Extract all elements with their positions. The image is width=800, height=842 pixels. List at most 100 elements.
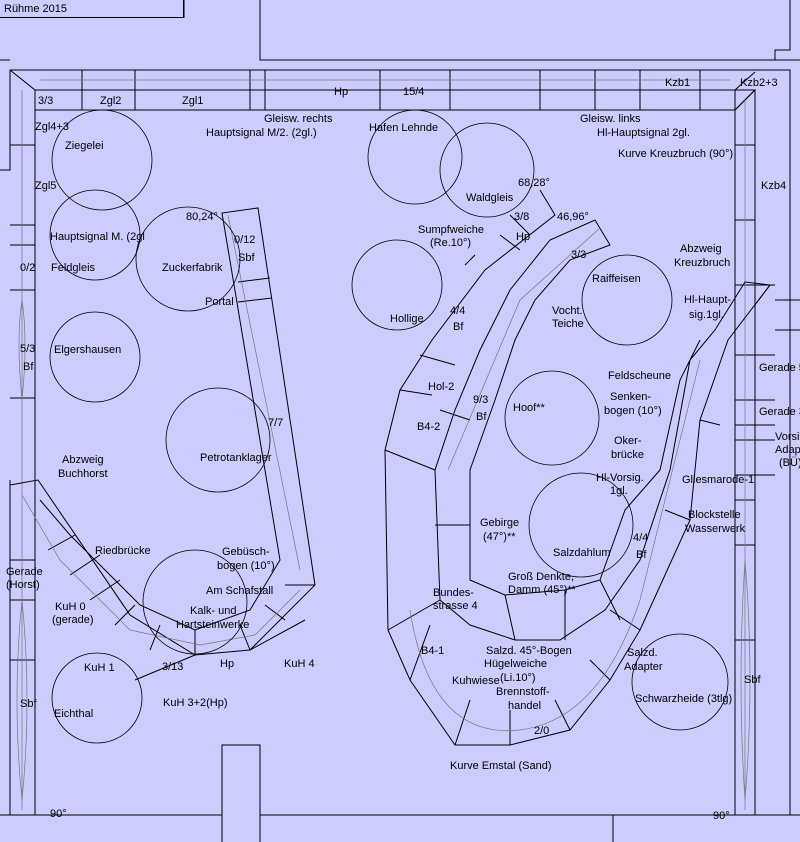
label-kuhwiese: Kuhwiese bbox=[452, 675, 500, 687]
label-elgershausen: Elgershausen bbox=[54, 344, 121, 356]
label-bundes-2: strasse 4 bbox=[433, 600, 478, 612]
label-hl-vorsig-1: Hl-Vorsig. bbox=[596, 472, 644, 484]
right-loop-track bbox=[384, 189, 771, 746]
label-gebuesch-1: Gebüsch- bbox=[222, 546, 270, 558]
label-hauptsignal-m2: Hauptsignal M/2. (2gl.) bbox=[206, 127, 317, 139]
label-abzweig-kreuzbruch-2: Kreuzbruch bbox=[674, 257, 730, 269]
label-hol-2: Hol-2 bbox=[428, 381, 454, 393]
label-feldgleis: Feldgleis bbox=[51, 262, 96, 274]
label-5-3: 5/3 bbox=[20, 343, 35, 355]
label-hp-top: Hp bbox=[334, 86, 348, 98]
label-gerade-5: Gerade 5 bbox=[759, 362, 800, 374]
label-zuckerfabrik: Zuckerfabrik bbox=[162, 262, 223, 274]
label-bu: (BÜ) bbox=[779, 457, 800, 469]
label-gebuesch-2: bogen (10°) bbox=[217, 560, 275, 572]
label-gebirge: Gebirge bbox=[480, 517, 519, 529]
label-hp-3-8: Hp bbox=[516, 231, 530, 243]
label-oker-1: Oker- bbox=[614, 435, 642, 447]
label-petrotanklager: Petrotanklager bbox=[200, 452, 272, 464]
label-salzd-adapter-2: Adapter bbox=[624, 661, 663, 673]
label-wasserwerk: Wasserwerk bbox=[685, 523, 746, 535]
label-15-4: 15/4 bbox=[403, 86, 424, 98]
label-kalk-1: Kalk- und bbox=[190, 605, 236, 617]
label-feldscheune: Feldscheune bbox=[608, 370, 671, 382]
label-kuh1: KuH 1 bbox=[84, 662, 115, 674]
label-eichthal: Eichthal bbox=[54, 708, 93, 720]
label-riedbruecke: Riedbrücke bbox=[95, 545, 151, 557]
label-senken-2: bogen (10°) bbox=[604, 405, 662, 417]
label-zgl43: Zgl4+3 bbox=[35, 121, 69, 133]
label-salzd-adapter-1: Salzd. bbox=[627, 647, 658, 659]
label-sumpfweiche: Sumpfweiche bbox=[418, 224, 484, 236]
labels: 3/3 Zgl2 Zgl1 Hp 15/4 Kzb1 Kzb2+3 Zgl4+3… bbox=[6, 77, 800, 822]
label-0-2: 0/2 bbox=[20, 262, 35, 274]
label-hl-vorsig-2: 1gl. bbox=[610, 485, 628, 497]
label-kuh4: KuH 4 bbox=[284, 658, 315, 670]
label-kzb4: Kzb4 bbox=[761, 180, 786, 192]
label-senken-1: Senken- bbox=[610, 391, 651, 403]
label-b4-2: B4-2 bbox=[417, 421, 440, 433]
label-gross-denkte-1: Groß Denkte, bbox=[508, 571, 574, 583]
label-zgl5: Zgl5 bbox=[35, 180, 56, 192]
label-schwarzheide: Schwarzheide (3tlg) bbox=[635, 693, 732, 705]
label-hp-bottom: Hp bbox=[220, 658, 234, 670]
label-46deg: 46,96° bbox=[557, 211, 589, 223]
label-hoof: Hoof** bbox=[513, 402, 546, 414]
label-gerade-3: Gerade 3 bbox=[759, 406, 800, 418]
label-gleisw-rechts: Gleisw. rechts bbox=[264, 113, 333, 125]
label-portal: Portal bbox=[205, 296, 234, 308]
label-sbf-left: Sbf bbox=[20, 698, 37, 710]
label-adap: Adap bbox=[775, 444, 800, 456]
label-3-8: 3/8 bbox=[514, 211, 529, 223]
label-47deg: (47°)** bbox=[483, 531, 516, 543]
label-kalk-2: Hartsteinwerke bbox=[176, 619, 249, 631]
left-loop-track bbox=[9, 207, 316, 681]
label-waldgleis: Waldgleis bbox=[466, 192, 514, 204]
label-hollige: Hollige bbox=[390, 313, 424, 325]
label-hauptsignal-m: Hauptsignal M. (2gl bbox=[50, 231, 145, 243]
label-hafen-lehnde: Hafen Lehnde bbox=[369, 122, 438, 134]
label-gerade-horst-1: Gerade bbox=[6, 566, 43, 578]
label-hl-haupt-1: Hl-Haupt- bbox=[684, 294, 731, 306]
label-kuh32: KuH 3+2(Hp) bbox=[163, 697, 228, 709]
label-7-7: 7/7 bbox=[268, 417, 283, 429]
label-hl-hauptsignal: Hl-Hauptsignal 2gl. bbox=[597, 127, 690, 139]
label-vocht-2: Teiche bbox=[552, 318, 584, 330]
label-huegelweiche-2: (Li.10°) bbox=[500, 672, 536, 684]
label-gross-denkte-2: Damm (45°)** bbox=[508, 584, 577, 596]
label-gerade-horst-2: (Horst) bbox=[6, 579, 40, 591]
label-blockstelle: Blockstelle bbox=[688, 509, 741, 521]
label-salzd-bogen: Salzd. 45°-Bogen bbox=[486, 645, 572, 657]
label-90-right: 90° bbox=[713, 810, 730, 822]
label-zgl2: Zgl2 bbox=[100, 95, 121, 107]
label-bf-9-3: Bf bbox=[476, 411, 487, 423]
label-b4-1: B4-1 bbox=[421, 645, 444, 657]
label-bf-4-4: Bf bbox=[453, 321, 464, 333]
label-80deg: 80,24° bbox=[186, 211, 218, 223]
label-bf-4-4-bottom: Bf bbox=[636, 549, 647, 561]
label-4-4-bottom: 4/4 bbox=[633, 532, 648, 544]
label-kzb23: Kzb2+3 bbox=[740, 77, 778, 89]
label-kzb1: Kzb1 bbox=[665, 77, 690, 89]
plan-title: Rühme 2015 bbox=[0, 0, 184, 18]
label-kurve-emstal: Kurve Emstal (Sand) bbox=[450, 760, 551, 772]
label-vorsig: Vorsig bbox=[775, 431, 800, 443]
label-9-3: 9/3 bbox=[473, 394, 488, 406]
label-vocht-1: Vocht. bbox=[552, 305, 583, 317]
label-gliesmarode: Gliesmarode-1 bbox=[682, 474, 754, 486]
label-re10: (Re.10°) bbox=[430, 237, 471, 249]
label-hl-haupt-2: sig.1gl. bbox=[689, 309, 724, 321]
label-0-12: 0/12 bbox=[234, 234, 255, 246]
label-3-3: 3/3 bbox=[38, 95, 53, 107]
label-bundes-1: Bundes- bbox=[433, 587, 474, 599]
label-2-0: 2/0 bbox=[534, 725, 549, 737]
scenery-circles bbox=[49, 109, 729, 744]
label-bf-5-3: Bf bbox=[23, 361, 34, 373]
label-kurve-kreuzbruch: Kurve Kreuzbruch (90°) bbox=[618, 148, 733, 160]
label-am-schafstall: Am Schafstall bbox=[206, 585, 273, 597]
label-kuh0-2: (gerade) bbox=[52, 614, 94, 626]
label-3-3-inner: 3/3 bbox=[571, 249, 586, 261]
label-kuh0-1: KuH 0 bbox=[55, 601, 86, 613]
label-68deg: 68,28° bbox=[518, 177, 550, 189]
